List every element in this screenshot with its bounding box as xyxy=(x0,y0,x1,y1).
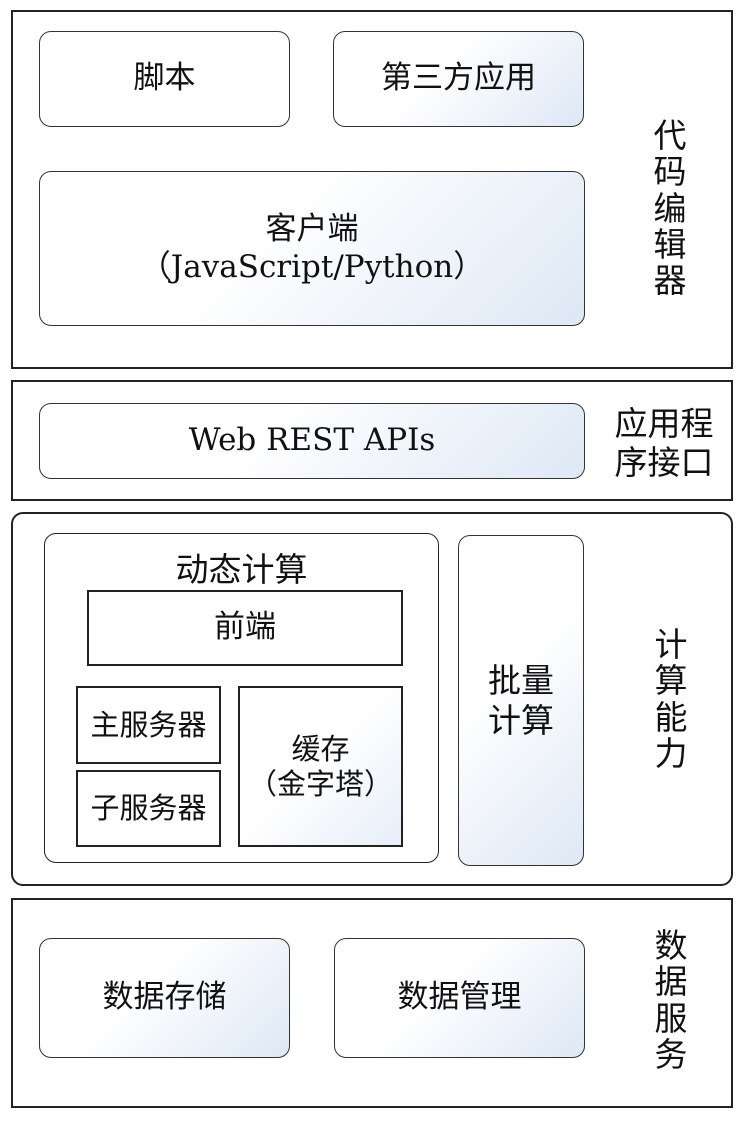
batch-compute-box: 批量 计算 xyxy=(458,535,584,866)
frontend-label: 前端 xyxy=(214,609,276,646)
cache-pyramid-label: （金字塔） xyxy=(247,766,393,801)
sub-server-box: 子服务器 xyxy=(76,770,221,847)
batch-label-line2: 计算 xyxy=(488,700,554,740)
data-management-label: 数据管理 xyxy=(397,979,522,1016)
frontend-box: 前端 xyxy=(87,590,403,666)
main-server-box: 主服务器 xyxy=(76,686,221,764)
script-label: 脚本 xyxy=(133,60,196,97)
data-service-label: 数 据 服 务 xyxy=(654,926,688,1074)
main-server-label: 主服务器 xyxy=(90,707,207,742)
api-label: 应用程 序接口 xyxy=(614,404,714,482)
client-box: 客户端 （JavaScript/Python） xyxy=(39,171,585,326)
third-party-app-box: 第三方应用 xyxy=(333,31,584,127)
script-box: 脚本 xyxy=(39,31,290,127)
data-management-box: 数据管理 xyxy=(334,938,585,1058)
batch-label-line1: 批量 xyxy=(488,660,554,700)
third-party-app-label: 第三方应用 xyxy=(381,60,536,97)
code-editor-label: 代 码 编 辑 器 xyxy=(653,116,687,301)
data-storage-label: 数据存储 xyxy=(102,979,227,1016)
sub-server-label: 子服务器 xyxy=(90,791,207,826)
data-storage-box: 数据存储 xyxy=(39,938,290,1058)
dynamic-compute-title: 动态计算 xyxy=(175,550,308,589)
web-rest-apis-label: Web REST APIs xyxy=(188,422,436,459)
web-rest-apis-box: Web REST APIs xyxy=(39,403,585,479)
cache-box: 缓存 （金字塔） xyxy=(238,686,403,847)
client-label: 客户端 xyxy=(265,211,359,248)
cache-label: 缓存 xyxy=(291,731,350,766)
compute-capability-label: 计 算 能 力 xyxy=(654,625,688,773)
client-languages: （JavaScript/Python） xyxy=(139,248,485,285)
